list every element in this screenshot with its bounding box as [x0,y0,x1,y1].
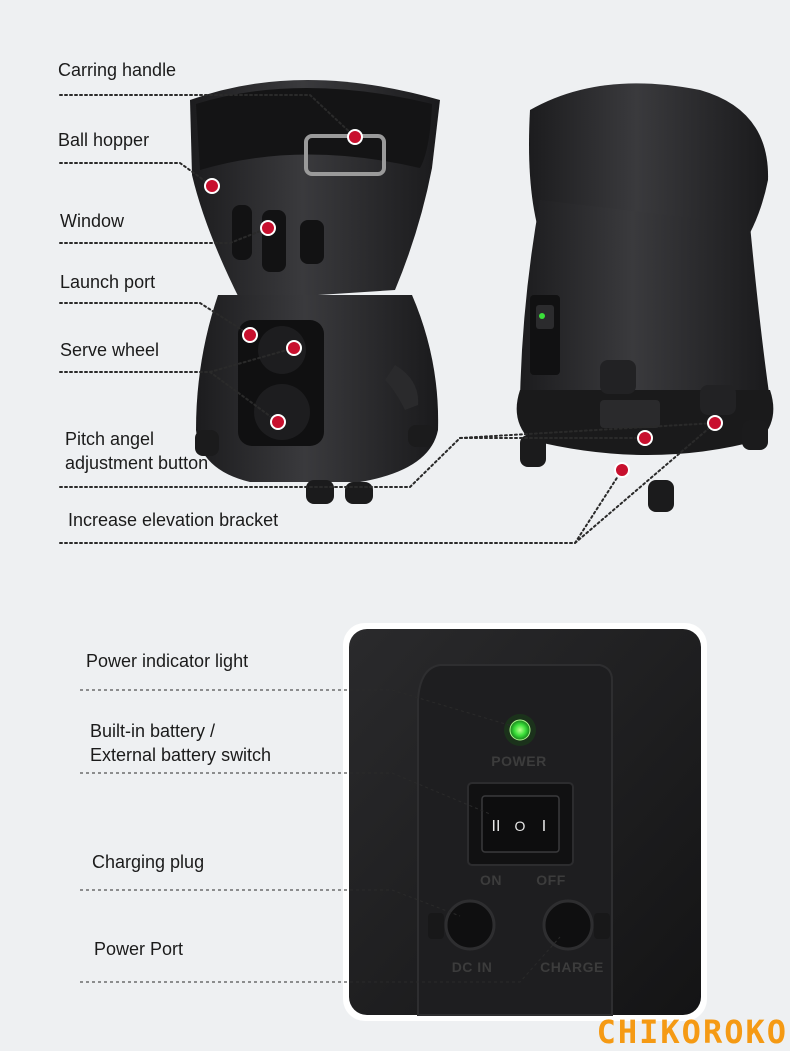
label-power-port: Power Port [94,939,184,959]
power-text: POWER [491,753,546,769]
label-serve-wheel: Serve wheel [60,340,160,360]
brand-logo-text: CHIKOROKO [596,1013,788,1051]
switch-mark-2: II [492,818,501,835]
label-battery-line2: External battery switch [90,745,272,765]
label-pitch-line2: adjustment button [65,453,209,473]
charge-text: CHARGE [540,959,604,975]
label-charging-plug: Charging plug [92,852,205,872]
switch-mark-1: I [542,818,546,835]
control-panel [343,623,707,1021]
markers [204,129,723,478]
label-window: Window [60,211,125,231]
off-text: OFF [536,872,566,888]
panel-leader-lines [80,689,561,983]
label-power-indicator: Power indicator light [86,651,249,671]
dc-in-text: DC IN [452,959,493,975]
on-text: ON [480,872,502,888]
rear-machine [516,83,774,512]
switch-mark-0: O [515,818,526,834]
front-machine [190,80,440,504]
label-battery-line1: Built-in battery / [90,721,216,741]
label-pitch-line1: Pitch angel [65,429,155,449]
top-leader-lines [59,94,716,544]
label-carring-handle: Carring handle [58,60,177,80]
label-increase-bracket: Increase elevation bracket [68,510,279,530]
label-launch-port: Launch port [60,272,156,292]
label-ball-hopper: Ball hopper [58,130,150,150]
